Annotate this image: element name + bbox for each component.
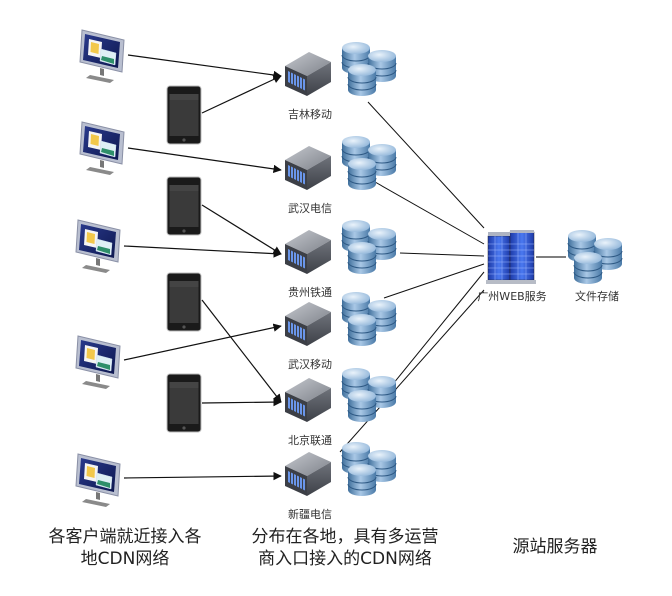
phone-icon [166,272,202,332]
server-icon [285,52,331,96]
database-icon [342,442,396,496]
caption-clients-line1: 各客户端就近接入各 [48,527,202,547]
client-link-p3-beijing [201,299,282,403]
caption-clients-line2: 地CDN网络 [80,549,170,569]
database-icon [342,368,396,422]
storage-label: 文件存储 [575,289,619,303]
monitor-icon [79,29,125,84]
origin-link-guizhou [399,252,485,257]
client-link-m5-xinjiang [123,471,282,481]
phone-icon [166,176,202,236]
client-link-m4-wuhan-mobile [123,323,282,361]
origin-link-beijing [379,271,485,401]
edge-node-label: 贵州铁通 [288,286,332,299]
edge-node-wuhan-mobile[interactable]: 武汉移动 [285,292,396,371]
edge-node-beijing[interactable]: 北京联通 [285,368,396,447]
client-link-m3-guizhou [123,245,282,258]
server-icon [285,452,331,496]
edge-node-label: 吉林移动 [288,107,332,121]
origin-link-xinjiang [339,289,485,453]
origin-link-wuhan-mobile [383,263,485,299]
caption-cdn-line2: 商入口接入的CDN网络 [258,549,432,569]
client-link-p1-jilin [201,75,282,114]
links-layer [123,54,485,481]
edge-node-xinjiang[interactable]: 新疆电信 [285,442,396,521]
origin-file-storage[interactable]: 文件存储 [568,230,622,303]
client-link-p2-guizhou [201,204,282,255]
database-icon [342,220,396,274]
edge-node-label: 武汉电信 [288,202,332,215]
client-link-m2-wuhan-telecom [127,147,282,174]
origin-link-wuhan-telecom [367,177,485,245]
monitor-icon [75,219,121,274]
monitor-icon [75,453,121,508]
server-icon [285,230,331,274]
origin-link-jilin [367,101,485,229]
caption-origin: 源站服务器 [490,536,620,558]
database-icon [568,230,622,284]
database-icon [342,292,396,346]
database-icon [342,42,396,96]
clients-layer [75,29,202,508]
phone-icon [166,85,202,145]
edge-node-jilin[interactable]: 吉林移动 [285,42,396,121]
client-link-p4-beijing [201,397,282,407]
database-icon [342,136,396,190]
client-link-m1-jilin [127,54,282,80]
server-icon [285,302,331,346]
edge-node-label: 新疆电信 [288,507,332,521]
edge-node-label: 北京联通 [288,433,332,447]
edge-node-wuhan-telecom[interactable]: 武汉电信 [285,136,396,215]
monitor-icon [79,121,125,176]
caption-clients: 各客户端就近接入各 地CDN网络 [20,526,230,570]
building-icon [485,229,537,285]
caption-cdn-line1: 分布在各地，具有多运营 [251,527,439,547]
server-icon [285,378,331,422]
origin-web-server[interactable]: 广州WEB服务 [477,229,547,303]
server-icon [285,146,331,190]
monitor-icon [75,335,121,390]
edge-node-guizhou[interactable]: 贵州铁通 [285,220,396,299]
caption-origin-text: 源站服务器 [512,537,598,557]
phone-icon [166,373,202,433]
edge-node-label: 武汉移动 [288,358,332,371]
web-server-label: 广州WEB服务 [477,290,546,303]
caption-cdn: 分布在各地，具有多运营 商入口接入的CDN网络 [235,526,455,570]
